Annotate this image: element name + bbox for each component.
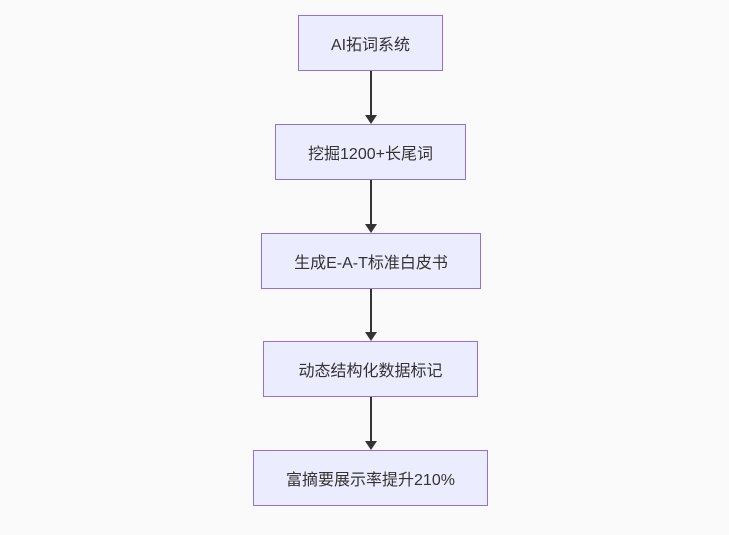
flow-arrow-3	[364, 289, 378, 341]
flow-arrow-2	[364, 180, 378, 233]
arrowhead-down-icon	[364, 332, 377, 341]
arrowhead-down-icon	[364, 224, 377, 233]
arrow-line	[369, 397, 372, 443]
arrow-line	[369, 289, 372, 334]
flow-node-step-4: 动态结构化数据标记	[263, 341, 478, 397]
flow-arrow-4	[364, 397, 378, 450]
flow-node-step-5: 富摘要展示率提升210%	[253, 450, 488, 506]
flow-node-label: 动态结构化数据标记	[298, 363, 443, 380]
flow-node-step-2: 挖掘1200+长尾词	[275, 124, 466, 180]
flow-arrow-1	[364, 71, 378, 124]
arrow-line	[369, 180, 372, 226]
arrow-line	[369, 71, 372, 117]
flow-node-step-3: 生成E-A-T标准白皮书	[261, 233, 481, 289]
flow-node-label: 挖掘1200+长尾词	[308, 146, 433, 163]
arrowhead-down-icon	[364, 115, 377, 124]
flow-node-label: AI拓词系统	[330, 37, 411, 54]
arrowhead-down-icon	[364, 441, 377, 450]
flow-node-step-1: AI拓词系统	[298, 15, 443, 71]
flow-node-label: 富摘要展示率提升210%	[286, 472, 455, 489]
flow-node-label: 生成E-A-T标准白皮书	[294, 255, 448, 272]
